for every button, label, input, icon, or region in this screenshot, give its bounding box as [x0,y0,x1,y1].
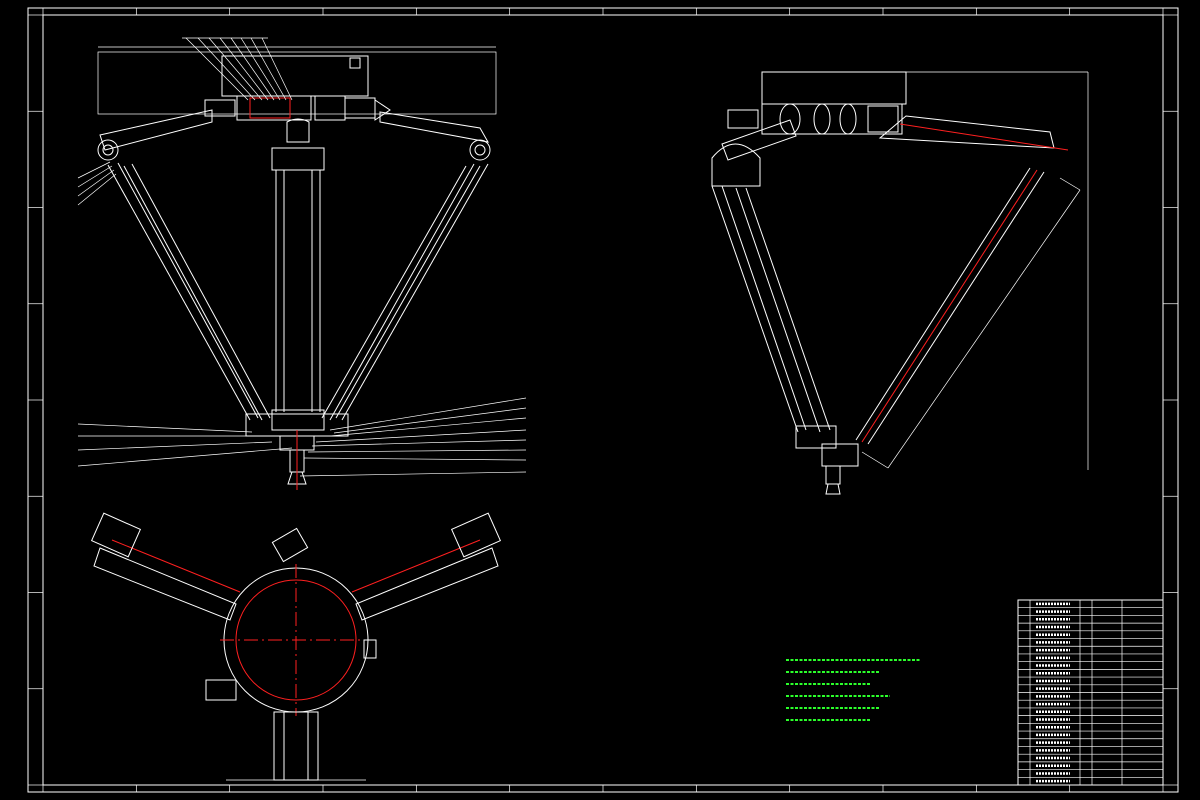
front-view-frame [97,51,497,115]
mounting-plate [221,55,369,97]
side-mounting-plate [761,71,907,105]
lower-rods-left [107,162,271,421]
top-view [90,512,502,781]
top-arm-bottom [273,711,319,781]
side-rod-right [855,167,1081,469]
right-leader-lines [299,397,527,477]
motor-right [344,97,376,119]
top-arm-left [90,512,241,621]
side-view [711,71,1089,495]
side-upper-arm-right [878,115,1055,149]
base-ring-inner [235,579,357,701]
sheet-border [27,7,1179,793]
front-view [77,37,527,490]
title-block [1017,599,1164,786]
left-leader-lines [77,161,293,467]
reducer-housing [236,95,312,121]
lower-rods-right [321,163,489,421]
border-zone-ticks [28,8,1178,792]
center-rods [271,147,325,431]
top-leader-lines [182,37,293,101]
side-upper-arm-left [721,119,797,161]
side-moving-platform [821,443,859,467]
top-arm-right [351,512,502,621]
side-rods-left [711,185,831,433]
technical-notes [786,659,920,721]
upper-arm-left [99,109,213,151]
upper-arm-right [379,111,489,143]
motor-left [204,99,236,117]
